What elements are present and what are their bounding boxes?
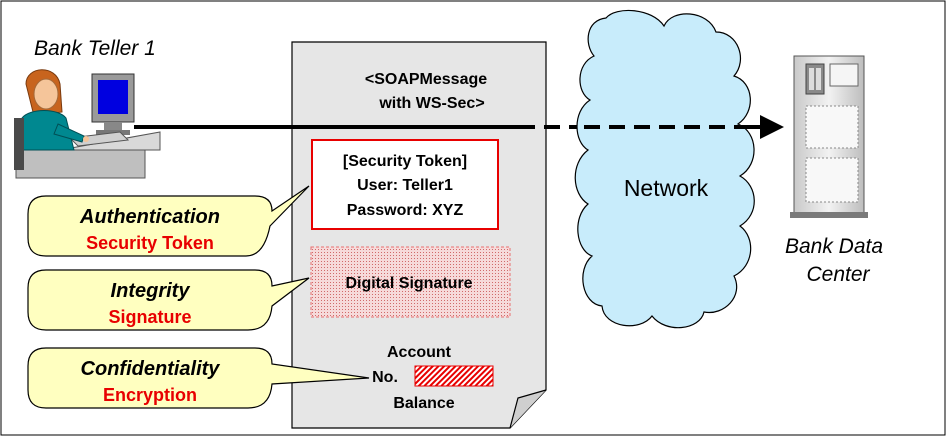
callout-integrity-sub: Signature [108, 307, 191, 327]
soap-header-line1: <SOAPMessage [365, 71, 487, 88]
soap-header-line2: with WS-Sec> [378, 95, 484, 112]
token-line2: User: Teller1 [357, 177, 453, 194]
callout-integrity: Integrity Signature [27, 269, 310, 331]
datacenter-label-line1: Bank Data [785, 235, 883, 258]
security-token-box [311, 139, 499, 230]
account-line3: Balance [393, 395, 454, 412]
encrypted-field [414, 365, 494, 387]
token-line3: Password: XYZ [347, 202, 464, 219]
digital-signature-box [310, 246, 511, 318]
callout-confidentiality-title: Confidentiality [81, 358, 221, 380]
token-line1: [Security Token] [343, 153, 467, 170]
teller-label: Bank Teller 1 [34, 37, 156, 60]
callout-integrity-title: Integrity [111, 280, 191, 302]
callout-authentication-sub: Security Token [86, 233, 214, 253]
callout-authentication-title: Authentication [79, 206, 220, 228]
datacenter-label-line2: Center [806, 263, 870, 286]
account-line2: No. [372, 369, 398, 386]
callout-authentication: Authentication Security Token [27, 185, 310, 257]
bank-server-icon [790, 55, 868, 218]
callout-confidentiality: Confidentiality Encryption [27, 347, 370, 409]
account-line1: Account [387, 344, 452, 361]
network-cloud [574, 9, 755, 329]
network-label: Network [624, 175, 709, 201]
soap-message-document [291, 41, 547, 429]
header-bg [340, 66, 518, 118]
digital-signature-label: Digital Signature [345, 275, 472, 292]
flow-arrowhead [760, 115, 784, 139]
bank-teller-icon [14, 69, 161, 179]
callout-confidentiality-sub: Encryption [103, 385, 197, 405]
